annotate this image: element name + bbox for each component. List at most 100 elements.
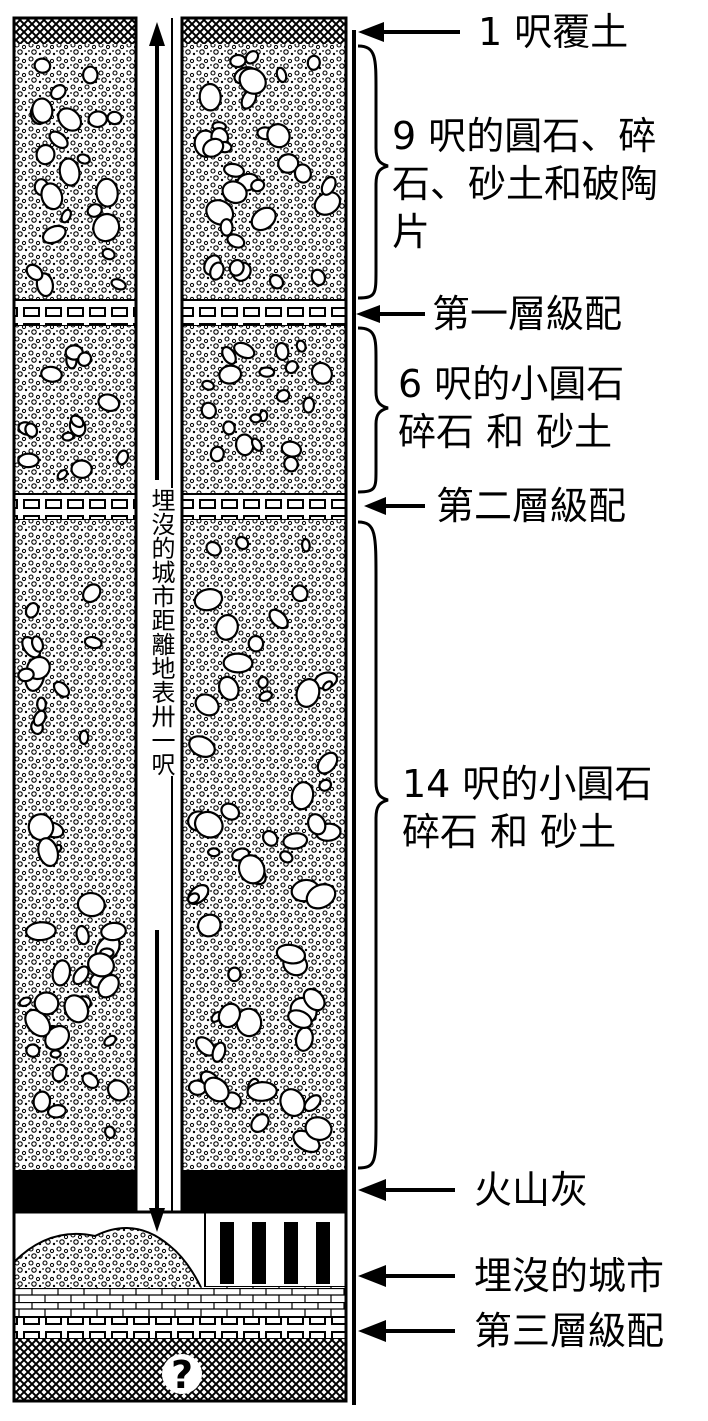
boulder (209, 261, 225, 281)
arrow-cover-soil (358, 22, 460, 42)
boulder (103, 1034, 117, 1047)
boulder (188, 735, 216, 758)
boulder (306, 813, 327, 836)
boulder (70, 459, 93, 480)
boulder (198, 82, 222, 112)
arrow-buried-city (358, 1265, 455, 1287)
boulder (221, 180, 248, 205)
boulder (250, 206, 277, 232)
boulder (41, 224, 67, 245)
boulder (103, 1125, 116, 1140)
boulder (226, 233, 246, 249)
boulder (258, 690, 273, 703)
boulder (295, 339, 307, 353)
boulder (316, 751, 339, 775)
boulder (268, 273, 285, 290)
boulder (310, 268, 326, 287)
boulder (194, 693, 220, 717)
boulder (228, 258, 245, 277)
boulder (275, 388, 291, 403)
boulder (193, 810, 224, 839)
boulder (300, 538, 311, 553)
boulder (200, 401, 217, 420)
boulder (321, 680, 334, 692)
label-grading2: 第二層級配 (436, 484, 627, 528)
boulder (76, 153, 91, 165)
label-buried-city: 埋沒的城市 (474, 1254, 665, 1298)
boulder (193, 588, 224, 612)
arrow-volcanic-ash (358, 1179, 455, 1201)
boulder (32, 709, 47, 727)
boulder (17, 667, 35, 683)
label-layer2-line1: 6 呎的小圓石 (398, 362, 625, 406)
boulder (250, 437, 263, 452)
unknown-layer-mark: ? (171, 1353, 193, 1397)
grading2-left (13, 493, 137, 521)
boulder (205, 540, 222, 557)
boulder (258, 366, 276, 378)
boulder (222, 420, 236, 436)
brick-floor (14, 1287, 346, 1317)
ash-right (182, 1170, 346, 1212)
boulder (82, 65, 99, 85)
label-grading3: 第三層級配 (474, 1309, 665, 1353)
boulder (33, 991, 60, 1016)
boulder (81, 1072, 100, 1089)
temple-column-2 (252, 1222, 266, 1284)
temple-column-3 (284, 1222, 298, 1284)
boulder (261, 829, 279, 847)
boulder (110, 278, 127, 291)
boulder (35, 143, 56, 166)
boulder (237, 854, 266, 885)
boulder (274, 341, 290, 362)
boulder (61, 431, 75, 442)
temple-column-1 (220, 1222, 234, 1284)
boulder (37, 837, 60, 868)
cover-soil-right (182, 18, 346, 44)
boulder (18, 996, 32, 1008)
boulder (57, 107, 83, 132)
boulder (86, 203, 103, 218)
boulder (290, 781, 315, 811)
boulder (48, 130, 69, 150)
boulder (78, 729, 90, 745)
boulder (303, 1094, 322, 1113)
grading1-right (181, 299, 347, 327)
boulder (209, 445, 225, 463)
layer3-left (14, 520, 136, 1170)
temple-column-4 (316, 1222, 330, 1284)
boulder (30, 635, 45, 653)
boulder (250, 1113, 270, 1133)
boulder (101, 247, 116, 261)
boulder (284, 360, 299, 375)
label-layer2-desc: 6 呎的小圓石 碎石 和 砂土 (398, 360, 624, 456)
boulder (227, 966, 242, 983)
label-layer3-line1: 14 呎的小圓石 (402, 762, 653, 806)
boulder (247, 634, 265, 653)
boulder (220, 802, 241, 821)
boulder (318, 778, 333, 792)
boulder (229, 53, 247, 69)
brace-layer2 (357, 326, 389, 494)
boulder (186, 892, 201, 905)
boulder (51, 1063, 68, 1083)
brace-layer1 (357, 44, 389, 300)
boulder (76, 891, 106, 918)
boulder (58, 157, 81, 187)
boulder (52, 680, 71, 698)
boulder (75, 924, 90, 946)
boulder (83, 636, 103, 650)
label-layer1-line1: 9 呎的圓石、碎 (392, 114, 657, 158)
boulder (196, 913, 222, 938)
grading1-left (13, 299, 137, 327)
grading2-right (181, 493, 347, 521)
boulder (306, 54, 321, 71)
boulder (249, 413, 262, 424)
ash-left (14, 1170, 136, 1212)
boulder (235, 535, 250, 551)
boulder (49, 1049, 62, 1059)
boulder (25, 921, 57, 942)
arrow-grading2 (364, 497, 425, 515)
boulder (246, 1081, 278, 1102)
